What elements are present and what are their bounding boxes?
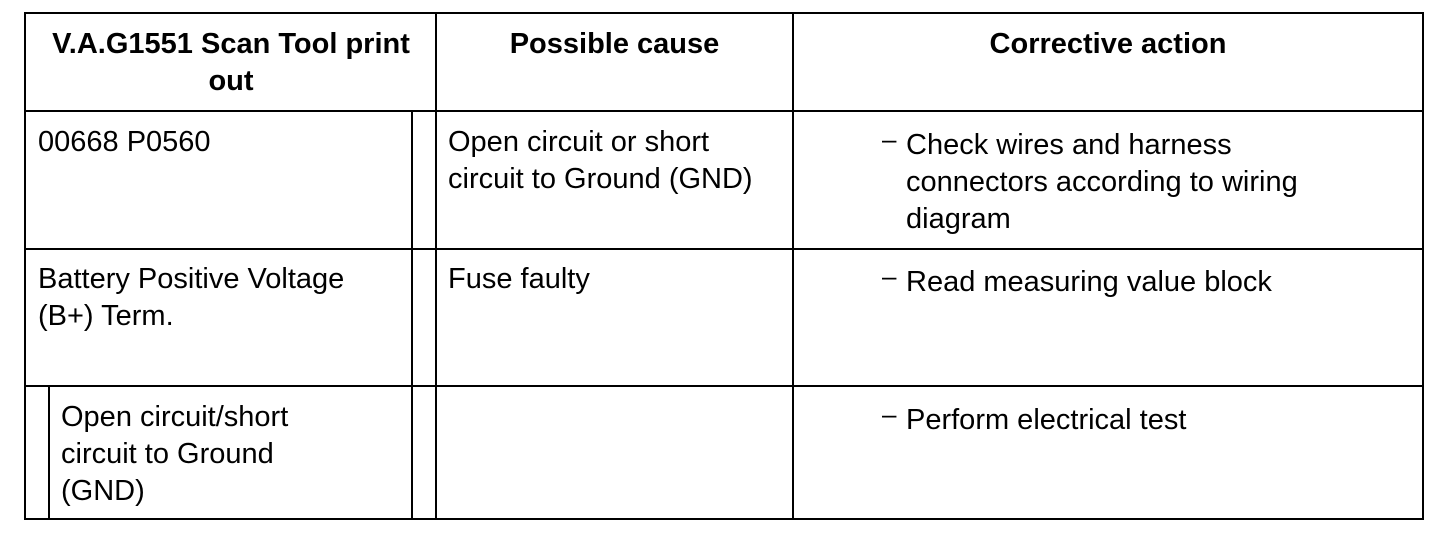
column-divider-cause-action bbox=[792, 14, 794, 518]
bullet-dash-icon: – bbox=[882, 124, 897, 154]
row-1-cause: Open circuit or short circuit to Ground … bbox=[448, 126, 753, 195]
row-2-cause: Fuse faulty bbox=[448, 263, 590, 295]
header-printout: V.A.G1551 Scan Tool print out bbox=[52, 28, 410, 97]
row-divider-1 bbox=[26, 248, 1422, 250]
bullet-dash-icon: – bbox=[882, 261, 897, 291]
row-3-action-text: Perform electrical test bbox=[906, 404, 1187, 436]
header-possible-cause: Possible cause bbox=[509, 28, 720, 60]
row-divider-2 bbox=[26, 385, 1422, 387]
row-1-printout: 00668 P0560 bbox=[38, 126, 211, 158]
bullet-dash-icon: – bbox=[882, 399, 897, 429]
header-divider bbox=[26, 110, 1422, 112]
row-1-action-text: Check wires and harness connectors accor… bbox=[906, 129, 1298, 235]
printout-inner-divider bbox=[411, 110, 413, 518]
diagnostic-table: V.A.G1551 Scan Tool print out Possible c… bbox=[24, 12, 1424, 520]
row-2-printout: Battery Positive Voltage (B+) Term. bbox=[38, 263, 345, 332]
row-3-printout: Open circuit/short circuit to Ground (GN… bbox=[61, 401, 289, 507]
column-divider-printout-cause bbox=[435, 14, 437, 518]
row-2-action-text: Read measuring value block bbox=[906, 266, 1272, 298]
header-corrective-action: Corrective action bbox=[989, 28, 1227, 60]
subentry-indent-line bbox=[48, 386, 50, 518]
